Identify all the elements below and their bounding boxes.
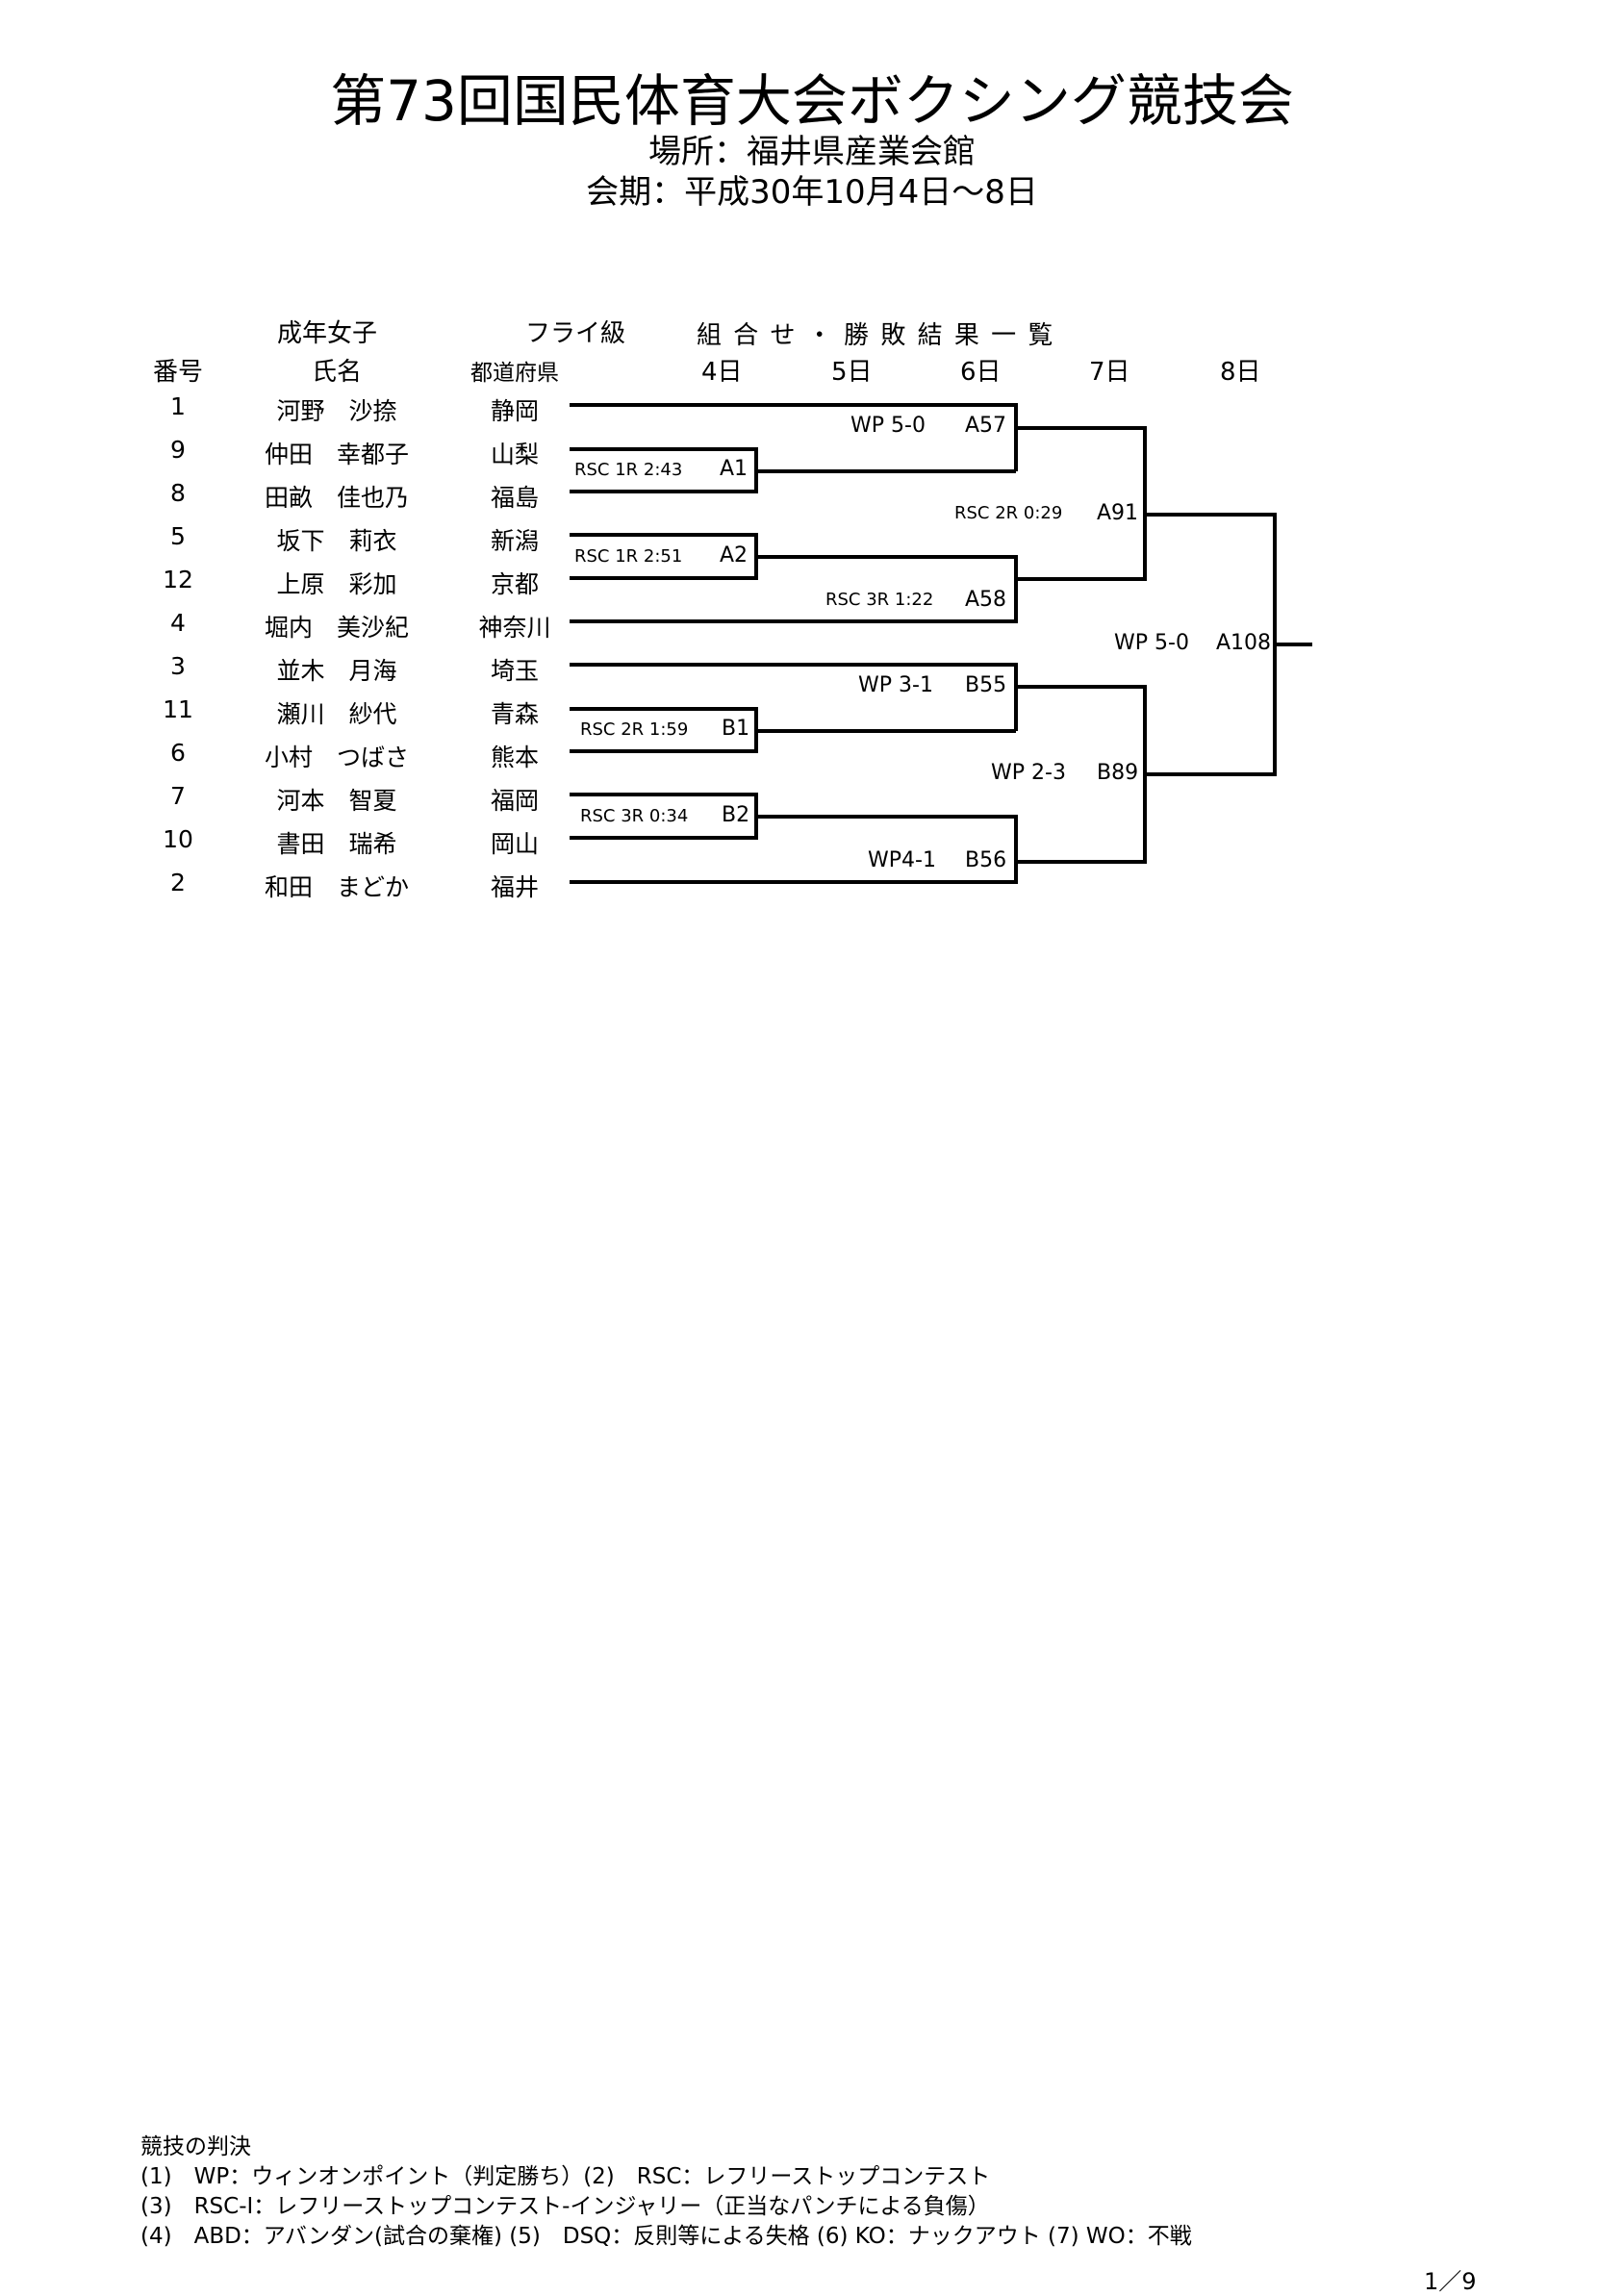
entry-prefecture: 静岡 xyxy=(490,397,539,425)
entry-number: 6 xyxy=(170,739,186,767)
legend-line: (4) ABD：アバンダン(試合の棄権) (5) DSQ：反則等による失格 (6… xyxy=(140,2224,1192,2249)
entry-prefecture: 山梨 xyxy=(490,441,539,468)
entry-number: 3 xyxy=(170,652,186,680)
bracket-line-bout-b89 xyxy=(1145,644,1277,776)
legend-title: 競技の判決 xyxy=(140,2134,251,2159)
legend-line: (3) RSC-I：レフリーストップコンテスト-インジャリー（正当なパンチによる… xyxy=(140,2194,990,2219)
entry-number: 5 xyxy=(170,522,186,550)
bout-a108-id: A108 xyxy=(1216,631,1272,655)
entry-prefecture: 京都 xyxy=(490,570,539,598)
bracket-line-b2-out xyxy=(756,815,1018,862)
day-header-4: 4日 xyxy=(701,358,743,387)
bout-b2-id: B2 xyxy=(722,803,750,827)
day-header-8: 8日 xyxy=(1220,358,1261,387)
bout-b1-id: B1 xyxy=(722,717,750,741)
bout-b55-id: B55 xyxy=(965,673,1007,697)
bout-a1-result: RSC 1R 2:43 xyxy=(574,460,683,480)
entry-number: 7 xyxy=(170,782,186,810)
entry-name: 書田 瑞希 xyxy=(276,830,397,858)
bracket-line-seed-1 xyxy=(570,403,1018,471)
entry-name: 小村 つばさ xyxy=(264,744,409,771)
legend-line: (1) WP：ウィンオンポイント（判定勝ち）(2) RSC：レフリーストップコン… xyxy=(140,2164,991,2189)
entry-prefecture: 新潟 xyxy=(490,527,539,555)
entry-name: 並木 月海 xyxy=(276,657,397,685)
bout-b2-result: RSC 3R 0:34 xyxy=(580,806,689,826)
bracket-line-bout-a57 xyxy=(1016,426,1147,515)
bout-a108-result: WP 5-0 xyxy=(1114,631,1189,655)
bracket-line-seed-2 xyxy=(570,862,1018,884)
entry-prefecture: 福島 xyxy=(490,484,539,512)
bracket-line-seed-3 xyxy=(570,663,1018,731)
tournament-bracket xyxy=(570,403,1312,884)
bout-b89-id: B89 xyxy=(1097,761,1139,785)
bout-a58-result: RSC 3R 1:22 xyxy=(825,590,934,610)
entry-prefecture: 岡山 xyxy=(490,830,539,858)
bout-b56-result: WP4-1 xyxy=(868,848,936,872)
entry-number: 8 xyxy=(170,479,186,507)
weight-class-label: フライ級 xyxy=(525,319,626,348)
entry-number: 1 xyxy=(170,392,186,420)
bout-a1-id: A1 xyxy=(720,457,749,481)
bracket-line-a2-out xyxy=(756,555,1018,601)
entry-name: 坂下 莉衣 xyxy=(276,527,397,555)
bout-b55-result: WP 3-1 xyxy=(858,673,933,697)
entry-number: 9 xyxy=(170,436,186,464)
bout-a91-result: RSC 2R 0:29 xyxy=(954,503,1063,523)
bracket-line-bout-b55 xyxy=(1016,685,1147,774)
entry-name: 河本 智夏 xyxy=(276,787,397,815)
bout-a2-id: A2 xyxy=(720,543,749,568)
entry-name: 河野 沙捺 xyxy=(276,397,397,425)
col-name-header: 氏名 xyxy=(311,358,362,387)
entry-number: 12 xyxy=(163,566,193,593)
bracket-line-seed-4 xyxy=(570,601,1018,623)
entry-number: 10 xyxy=(163,825,193,853)
entry-name: 瀬川 紗代 xyxy=(276,700,397,728)
entry-prefecture: 神奈川 xyxy=(478,614,551,642)
col-prefecture-header: 都道府県 xyxy=(470,361,559,386)
bracket-line-bout-b56 xyxy=(1016,774,1147,864)
bracket-line-bout-a58 xyxy=(1016,515,1147,581)
entry-name: 仲田 幸都子 xyxy=(264,441,409,468)
entry-prefecture: 埼玉 xyxy=(490,657,539,685)
col-number-header: 番号 xyxy=(152,358,203,387)
day-header-5: 5日 xyxy=(831,358,873,387)
bout-a91-id: A91 xyxy=(1097,501,1139,525)
entry-name: 和田 まどか xyxy=(264,873,409,901)
bout-a57-id: A57 xyxy=(965,414,1007,438)
page-title: 第73回国民体育大会ボクシング競技会 xyxy=(330,68,1294,134)
entry-number: 4 xyxy=(170,609,186,637)
entry-prefecture: 熊本 xyxy=(490,744,539,771)
bout-b56-id: B56 xyxy=(965,848,1007,872)
entry-name: 堀内 美沙紀 xyxy=(264,614,409,642)
entry-name: 上原 彩加 xyxy=(276,570,397,598)
bout-b89-result: WP 2-3 xyxy=(991,761,1066,785)
entry-prefecture: 青森 xyxy=(490,700,539,728)
category-label: 成年女子 xyxy=(277,319,378,348)
entry-number: 11 xyxy=(163,695,193,723)
venue-text: 場所：福井県産業会館 xyxy=(648,133,976,171)
entry-prefecture: 福岡 xyxy=(490,787,539,815)
bout-b1-result: RSC 2R 1:59 xyxy=(580,719,689,740)
overview-label: 組 合 せ ・ 勝 敗 結 果 一 覧 xyxy=(697,321,1055,350)
entry-number: 2 xyxy=(170,869,186,896)
entry-name: 田畝 佳也乃 xyxy=(264,484,409,512)
bracket-line-bout-a91 xyxy=(1145,513,1277,644)
bout-a58-id: A58 xyxy=(965,588,1007,612)
bout-a57-result: WP 5-0 xyxy=(850,414,926,438)
day-header-7: 7日 xyxy=(1089,358,1130,387)
day-header-6: 6日 xyxy=(960,358,1002,387)
bout-a2-result: RSC 1R 2:51 xyxy=(574,546,683,567)
entry-prefecture: 福井 xyxy=(490,873,539,901)
period-text: 会期：平成30年10月4日～8日 xyxy=(586,173,1038,212)
page-number: 1／9 xyxy=(1424,2268,1477,2295)
